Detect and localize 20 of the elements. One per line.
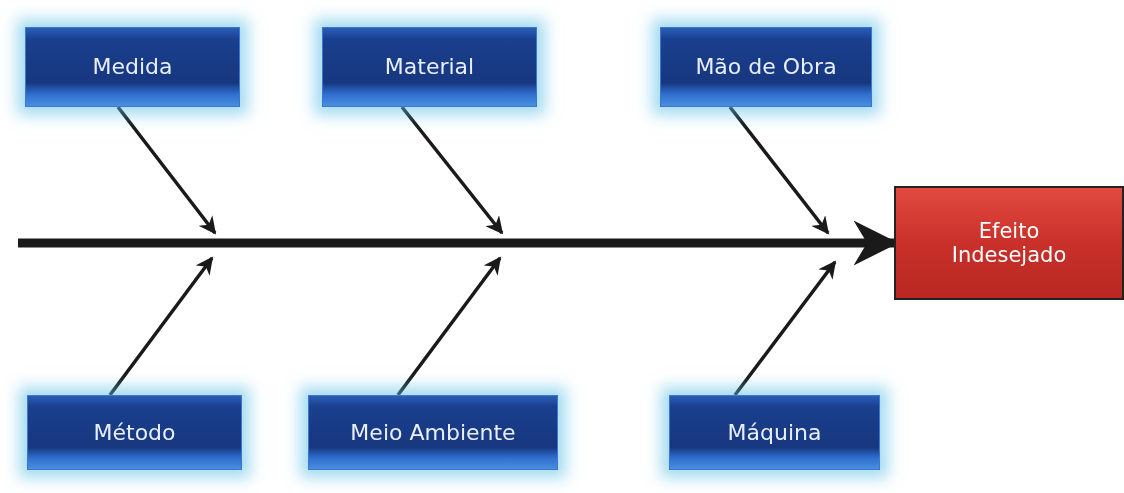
arrow (728, 105, 830, 235)
node-label: Material (384, 54, 475, 80)
arrow (116, 105, 217, 235)
arrow (733, 260, 837, 397)
node-label: Mão de Obra (695, 54, 837, 80)
node-label: Máquina (727, 419, 822, 446)
node-label: Método (93, 419, 176, 446)
node-label: Meio Ambiente (350, 419, 516, 446)
cause-box (322, 27, 537, 107)
effect-box (894, 186, 1124, 300)
arrow (108, 256, 214, 397)
arrow (400, 105, 504, 235)
node-label: Efeito Indesejado (950, 218, 1068, 268)
cause-box (308, 395, 558, 470)
arrow (396, 256, 502, 397)
cause-box (660, 27, 872, 107)
cause-box (669, 395, 880, 470)
cause-box (25, 27, 240, 107)
node-label: Medida (92, 54, 173, 80)
cause-box (27, 395, 242, 470)
